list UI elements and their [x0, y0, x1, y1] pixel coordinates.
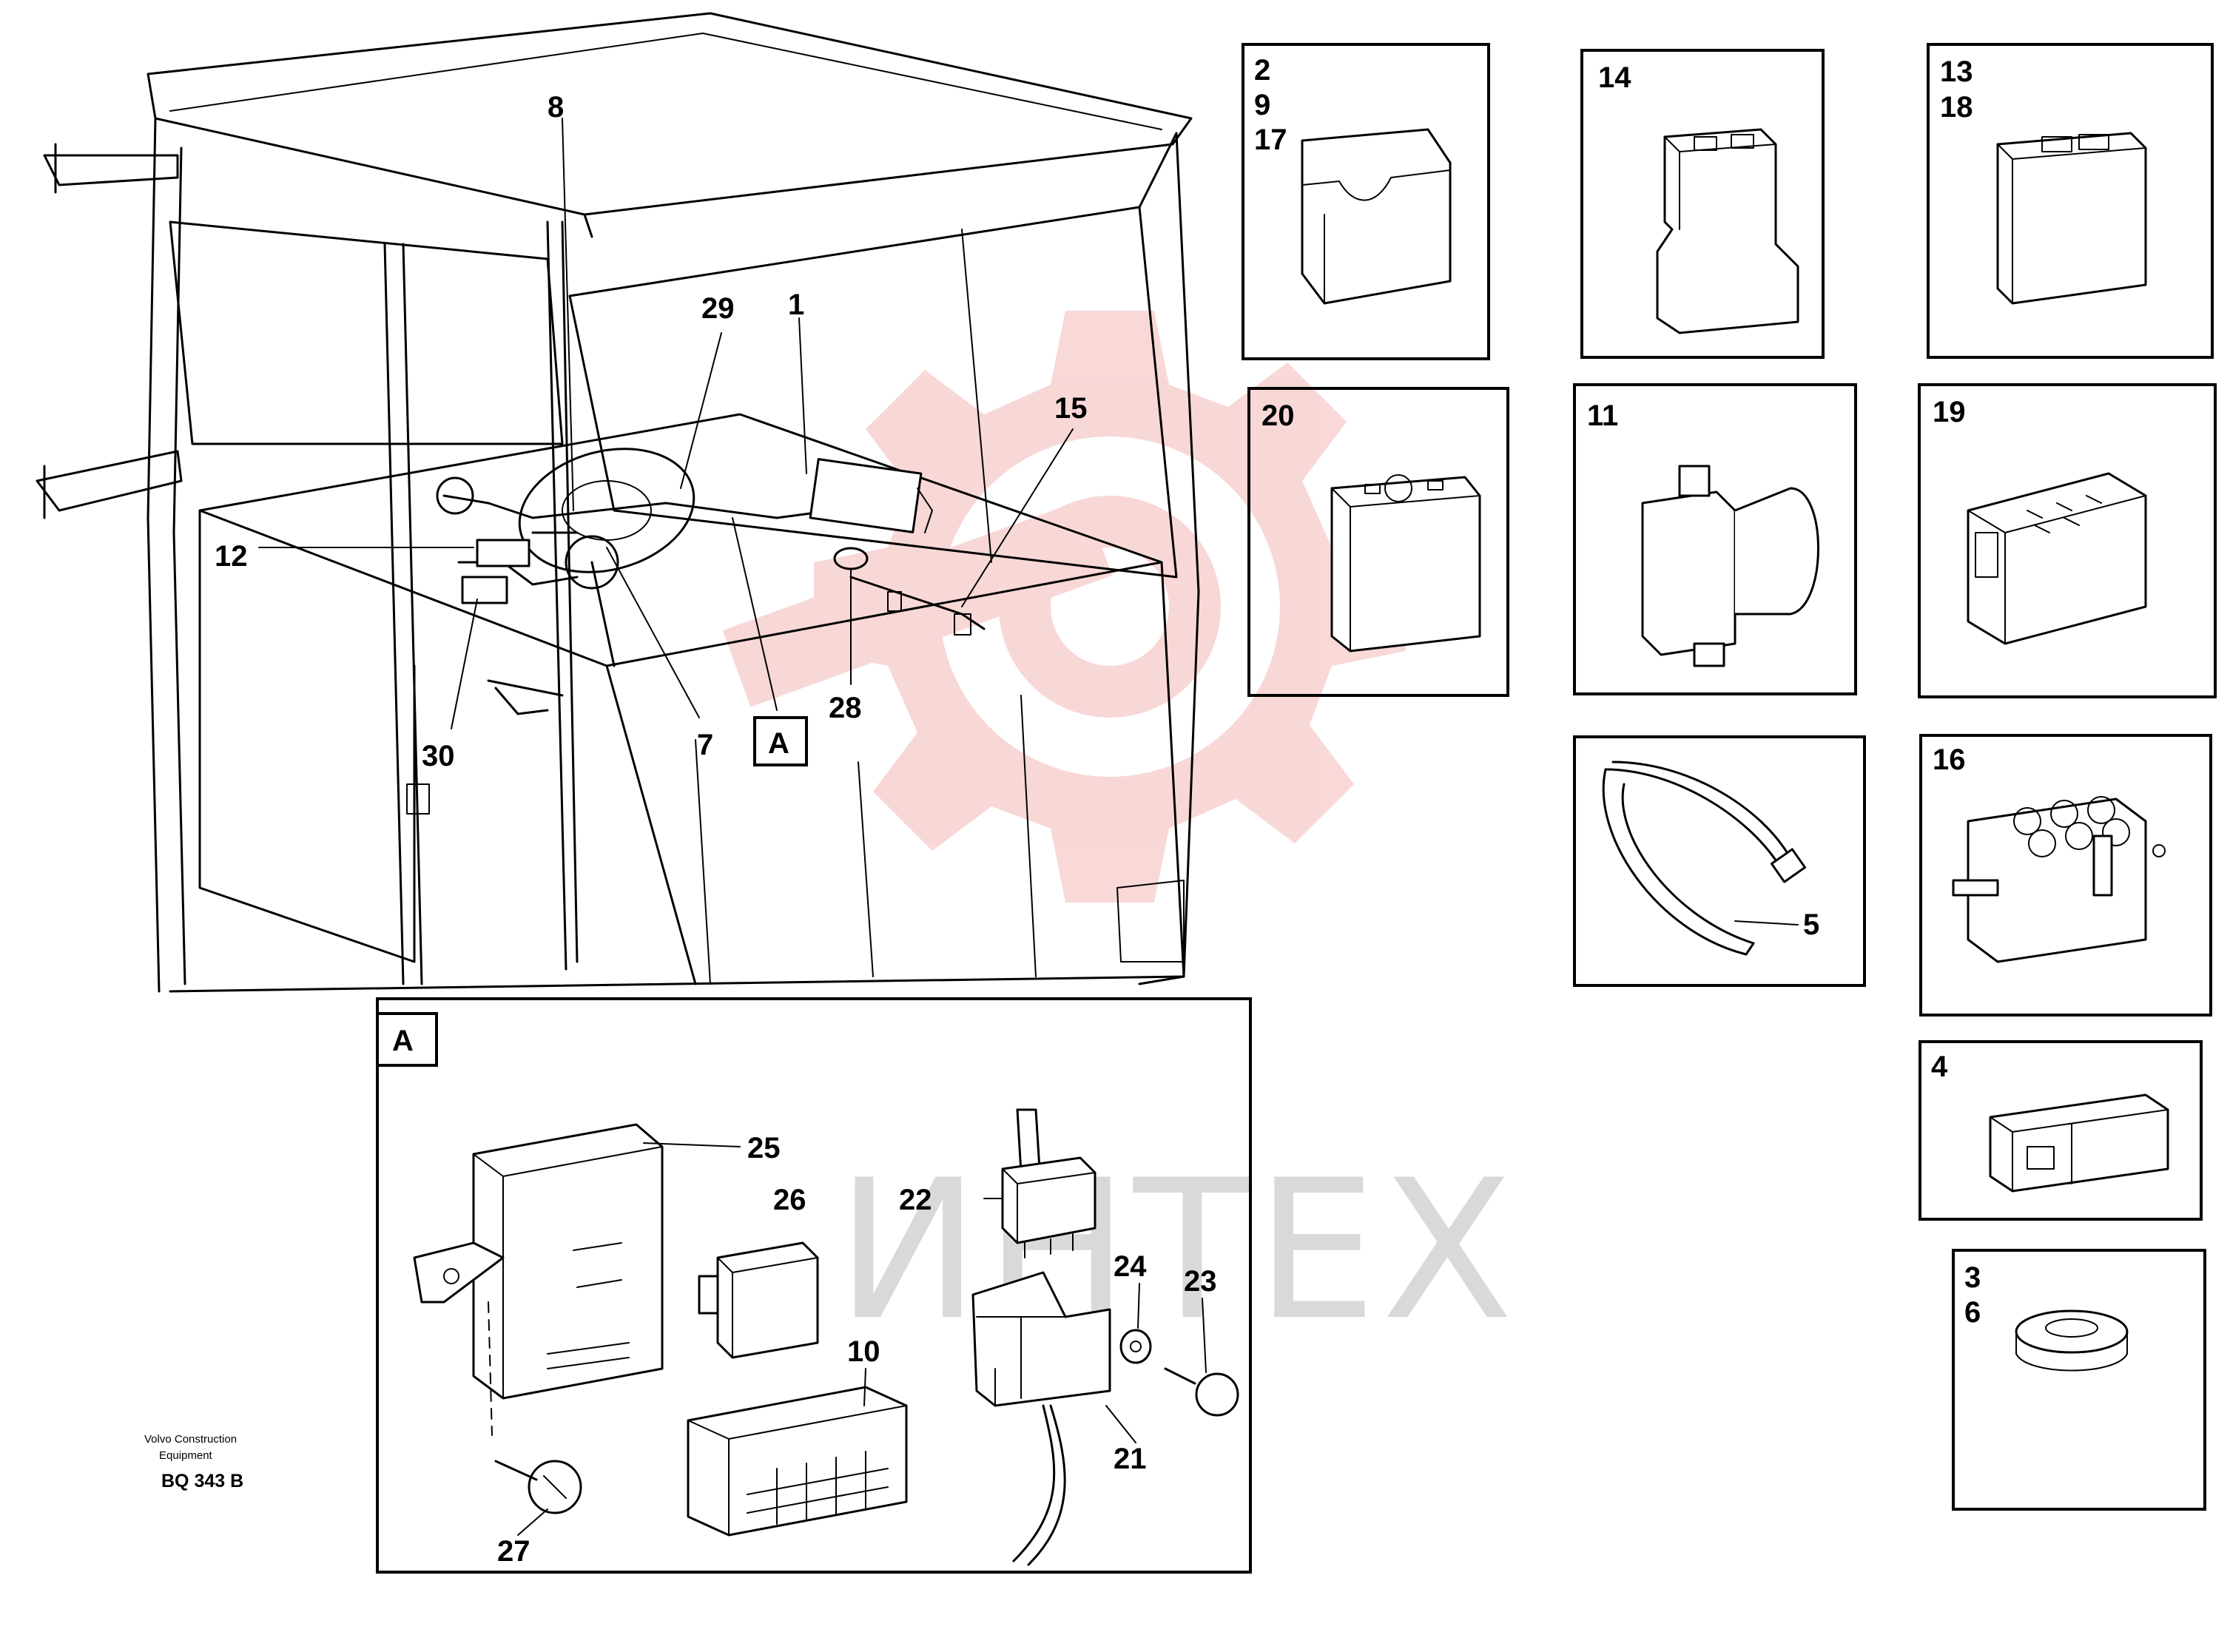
- panel-5-leader: [1734, 920, 1799, 926]
- panel-16: [1919, 734, 2212, 1017]
- panel-3-6: [1952, 1249, 2206, 1511]
- callout-8: 8: [548, 91, 564, 124]
- detail-a-frame: [376, 997, 1252, 1574]
- connector-holder-icon: [1301, 128, 1452, 305]
- callout-7: 7: [697, 729, 713, 761]
- callout-28: 28: [829, 692, 862, 724]
- panel-16-label: 16: [1933, 744, 1966, 776]
- footer-code: BQ 343 B: [161, 1471, 243, 1491]
- detail-a-callout-26: 26: [773, 1184, 806, 1216]
- callout-29: 29: [701, 292, 735, 325]
- panel-5: [1573, 735, 1866, 987]
- callout-a-box: [753, 716, 808, 766]
- detail-a-callout-25: 25: [747, 1132, 781, 1164]
- panel-3-6-label-1: 3: [1964, 1261, 1981, 1294]
- panel-2-9-17: [1242, 43, 1490, 360]
- panel-14: [1580, 49, 1825, 359]
- panel-13-18-label-1: 13: [1940, 55, 1973, 88]
- connector-16-icon: [1952, 796, 2166, 963]
- detail-a-leaders: [517, 1142, 1207, 1536]
- main-leader-lines: [258, 118, 1074, 729]
- connector-housing-14-icon: [1656, 128, 1799, 334]
- detail-a-callout-27: 27: [497, 1535, 530, 1568]
- detail-a-callout-22: 22: [899, 1184, 932, 1216]
- relay-20-icon: [1330, 474, 1481, 653]
- panel-2-9-17-label-1: 2: [1254, 54, 1270, 87]
- cable-tie-icon: [1602, 761, 1807, 956]
- panel-2-9-17-label-2: 9: [1254, 89, 1270, 121]
- panel-3-6-label-2: 6: [1964, 1296, 1981, 1329]
- footer-company-line2: Equipment: [159, 1449, 213, 1462]
- panel-4: [1919, 1040, 2203, 1221]
- connector-4-icon: [1989, 1093, 2169, 1193]
- panel-4-label: 4: [1931, 1051, 1948, 1083]
- panel-5-label: 5: [1803, 908, 1819, 941]
- panel-13-18: [1927, 43, 2214, 359]
- connector-housing-13-icon: [1996, 132, 2147, 305]
- detail-a-parts: [413, 1108, 1239, 1566]
- detail-a-callout-24: 24: [1114, 1250, 1147, 1283]
- panel-20-label: 20: [1261, 399, 1295, 432]
- callout-a: A: [768, 727, 789, 760]
- detail-a-callout-23: 23: [1184, 1265, 1217, 1298]
- detail-a-callout-21: 21: [1114, 1443, 1147, 1475]
- callout-1: 1: [788, 289, 804, 321]
- cab-illustration: [36, 12, 1200, 993]
- detail-a-callout-10: 10: [847, 1335, 880, 1368]
- clip-holder-11-icon: [1641, 465, 1819, 667]
- panel-11: [1573, 383, 1857, 695]
- panel-2-9-17-label-3: 17: [1254, 124, 1287, 156]
- detail-a-tag: A: [392, 1025, 414, 1057]
- panel-13-18-label-2: 18: [1940, 91, 1973, 124]
- watermark-bar: [722, 499, 1113, 707]
- panel-20: [1247, 387, 1509, 697]
- connector-19-icon: [1967, 472, 2147, 645]
- detail-a-tag-box: [376, 1012, 438, 1067]
- footer-company-line1: Volvo Construction: [144, 1433, 237, 1446]
- panel-19: [1918, 383, 2217, 698]
- callout-15: 15: [1054, 392, 1088, 425]
- panel-19-label: 19: [1933, 396, 1966, 428]
- grommet-icon: [2015, 1309, 2129, 1372]
- callout-12: 12: [215, 540, 248, 573]
- watermark-text: ИНТЕХ: [836, 1139, 1517, 1363]
- panel-14-label: 14: [1598, 61, 1631, 94]
- callout-30: 30: [422, 740, 455, 772]
- panel-11-label: 11: [1587, 399, 1618, 432]
